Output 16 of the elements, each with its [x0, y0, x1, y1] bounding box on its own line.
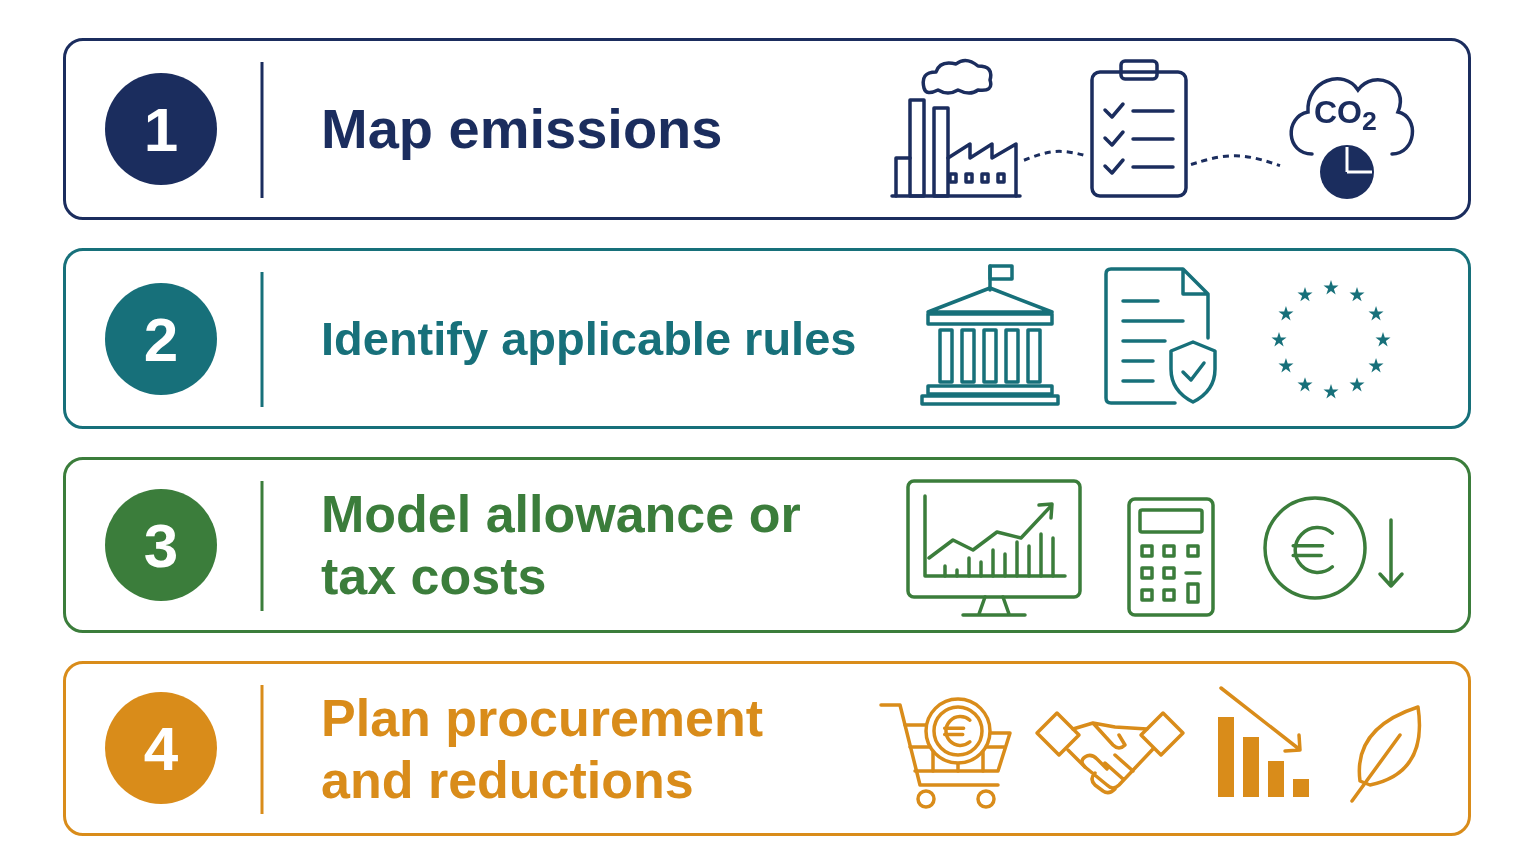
step-panel [63, 661, 1471, 836]
step-number: 2 [105, 283, 217, 395]
step-title: Identify applicable rules [321, 310, 858, 367]
factory-icon [890, 58, 1022, 200]
step-title: Plan procurement and reductions [321, 687, 765, 811]
step-panel [63, 248, 1471, 429]
step-panel [63, 38, 1471, 220]
dashed-connector [1190, 154, 1281, 168]
step-number: 1 [105, 73, 217, 185]
co2-label: CO$_{2}$ [1314, 96, 1377, 136]
step-number: 3 [105, 489, 217, 601]
step-number: 4 [105, 692, 217, 804]
step-title: Map emissions [321, 96, 724, 163]
clipboard-icon [1089, 58, 1189, 200]
step-panel [63, 457, 1471, 633]
step-title: Model allowance or tax costs [321, 483, 802, 607]
